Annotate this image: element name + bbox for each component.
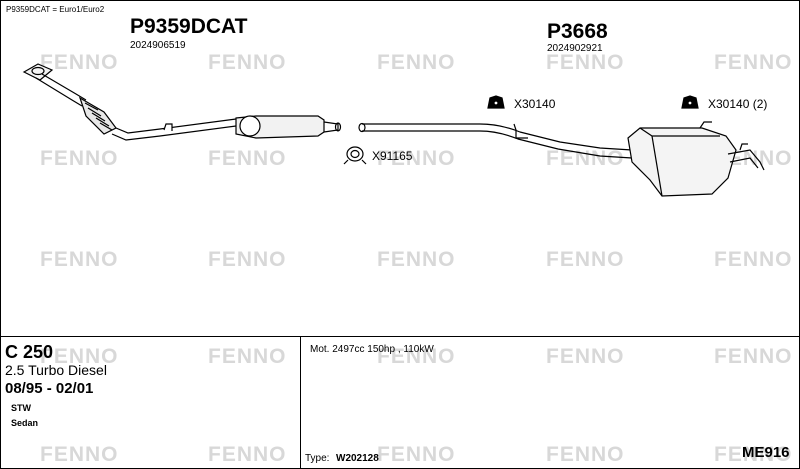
rear-silencer [627,121,765,197]
watermark: FENNO [208,443,287,466]
vehicle-years: 08/95 - 02/01 [5,380,94,397]
exhaust-diagram [22,63,765,197]
rear-part-number: 2024902921 [547,43,603,54]
clamp-icon [343,146,367,165]
motor-spec: Mot. 2497cc 150hp , 110kW [310,344,434,355]
watermark: FENNO [40,443,119,466]
divider-horizontal [0,336,800,337]
watermark: FENNO [208,147,287,170]
diagram-code: ME916 [742,444,790,461]
watermark: FENNO [546,147,625,170]
divider-vertical [300,336,301,469]
vehicle-model: C 250 [5,342,54,362]
watermark: FENNO [377,443,456,466]
watermark: FENNO [40,147,119,170]
watermark: FENNO [546,443,625,466]
clamp-label: X91165 [372,149,413,163]
type-label: Type: [305,453,330,464]
vehicle-body-1: STW [11,403,31,413]
downpipe [35,73,87,107]
type-value: W202128 [336,453,379,464]
mount-icon-2 [681,95,699,109]
watermark: FENNO [714,51,793,74]
watermark: FENNO [377,147,456,170]
watermark: FENNO [40,51,119,74]
middle-silencer [235,115,342,139]
watermark: FENNO [546,248,625,271]
watermark: FENNO [208,248,287,271]
watermark: FENNO [377,248,456,271]
watermark: FENNO [40,248,119,271]
watermark: FENNO [714,345,793,368]
header-note: P9359DCAT = Euro1/Euro2 [6,5,105,14]
front-flange [22,63,54,81]
front-part-number: 2024906519 [130,40,186,51]
mount-1-label: X30140 [514,97,556,111]
watermark: FENNO [546,51,625,74]
mount-2-label: X30140 (2) [708,97,768,111]
rear-part-code: P3668 [547,20,608,43]
flex-pipe [78,96,117,135]
watermark: FENNO [377,345,456,368]
mount-icon-1 [487,95,505,109]
vehicle-engine: 2.5 Turbo Diesel [5,362,107,378]
watermark: FENNO [377,51,456,74]
watermark: FENNO [546,345,625,368]
front-part-code: P9359DCAT [130,15,248,38]
watermark: FENNO [208,51,287,74]
watermark: FENNO [40,345,119,368]
rear-pipe [358,122,633,159]
watermark: FENNO [208,345,287,368]
front-pipe [111,118,237,141]
watermark: FENNO [714,443,793,466]
vehicle-body-2: Sedan [11,418,39,428]
watermark: FENNO [714,248,793,271]
